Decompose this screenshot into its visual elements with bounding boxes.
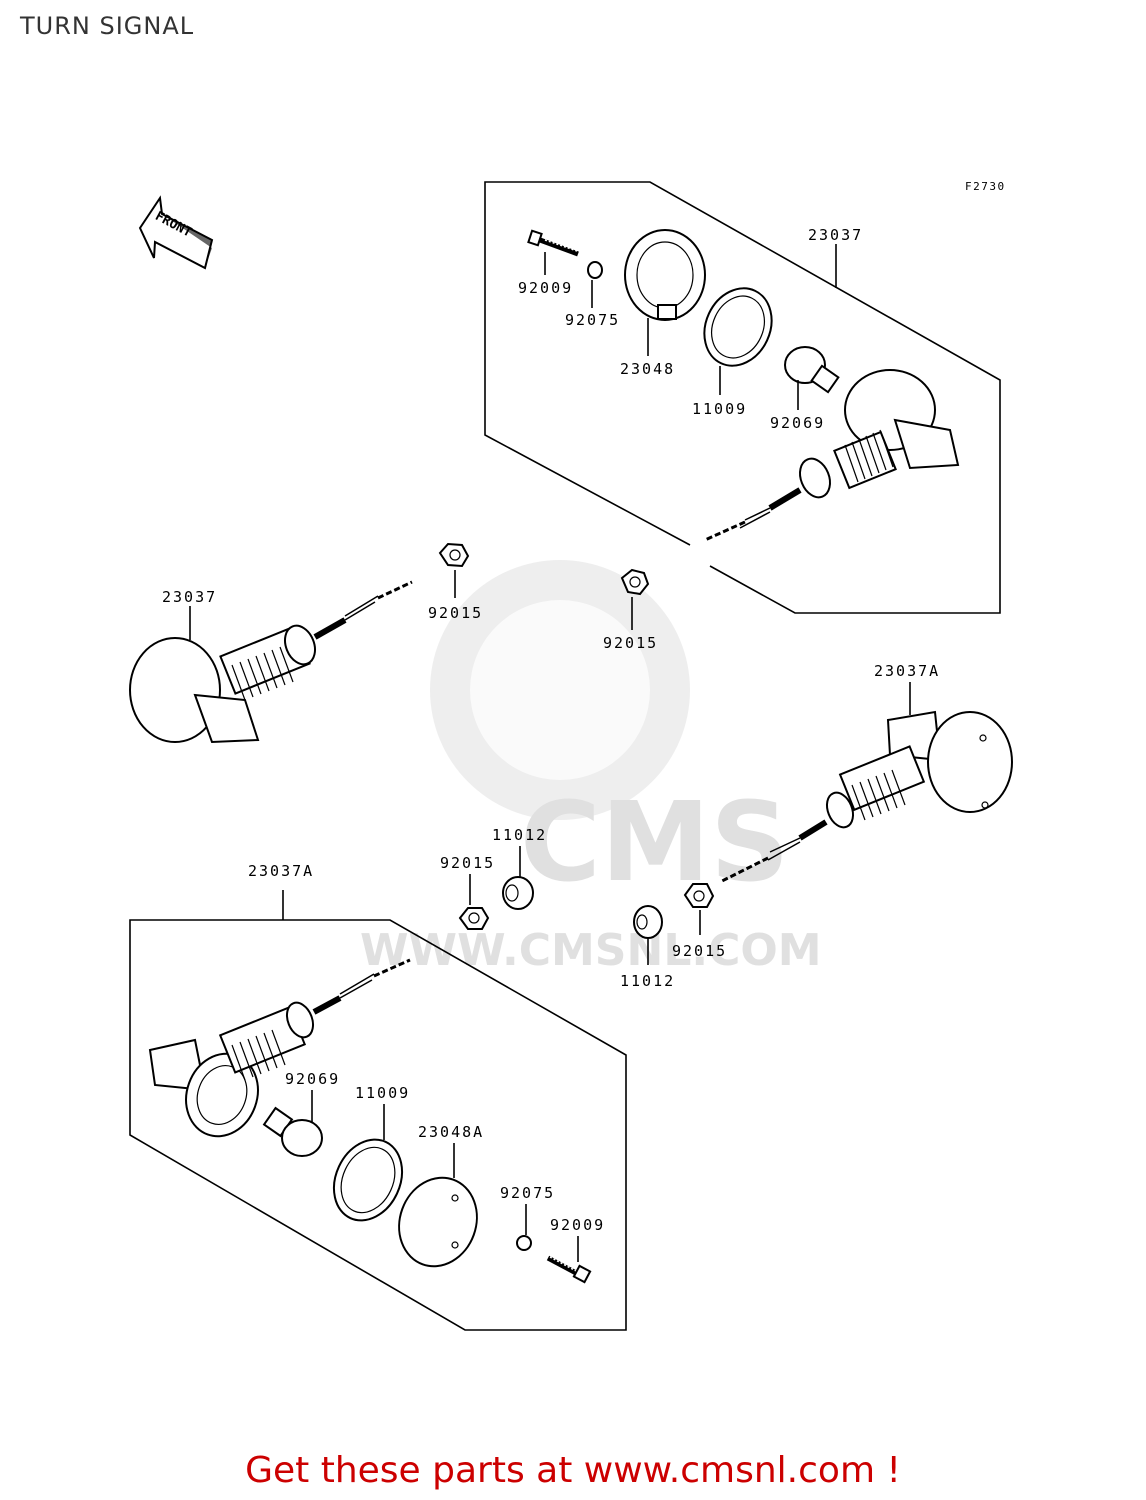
nut-icon xyxy=(438,542,470,568)
turn-signal-lower-left xyxy=(148,958,411,1138)
lower-left-box-outline xyxy=(129,890,627,1331)
label-92075-upper: 92075 xyxy=(565,311,620,329)
exploded-parts-diagram: CMS WWW.CMSNL.COM F2730 FRONT 23037 9200… xyxy=(129,180,1013,1331)
gasket-icon xyxy=(332,1138,404,1222)
nut-icon xyxy=(458,907,490,930)
label-92069-lower: 92069 xyxy=(285,1070,340,1088)
label-11009-upper: 11009 xyxy=(692,400,747,418)
label-11012-center: 11012 xyxy=(492,826,547,844)
label-92075-lower: 92075 xyxy=(500,1184,555,1202)
page-title: TURN SIGNAL xyxy=(20,12,195,40)
label-92015-upper-center: 92015 xyxy=(603,634,658,652)
turn-signal-upper-right xyxy=(704,369,960,542)
label-92015-right: 92015 xyxy=(672,942,727,960)
washer-icon xyxy=(516,1235,532,1251)
lens-housing-icon xyxy=(624,229,706,321)
washer-icon xyxy=(587,261,603,279)
nut-icon xyxy=(683,883,715,908)
bolt-icon xyxy=(546,1255,592,1284)
spacer-icon xyxy=(502,876,534,910)
nut-icon xyxy=(620,568,650,596)
spacer-icon xyxy=(633,905,663,939)
label-92015-left: 92015 xyxy=(428,604,483,622)
figure-code: F2730 xyxy=(965,180,1006,193)
bulb-icon xyxy=(262,1106,323,1157)
label-92009-upper: 92009 xyxy=(518,279,573,297)
label-92069-upper: 92069 xyxy=(770,414,825,432)
label-23037A-right: 23037A xyxy=(874,662,940,680)
label-92009-lower: 92009 xyxy=(550,1216,605,1234)
label-23037A-lower: 23037A xyxy=(248,862,314,880)
lens-icon xyxy=(398,1176,478,1268)
watermark: CMS WWW.CMSNL.COM xyxy=(360,560,822,976)
watermark-brand: CMS xyxy=(520,778,789,906)
turn-signal-right xyxy=(719,710,1013,884)
upper-right-box-outline xyxy=(484,181,1001,614)
label-92015-center: 92015 xyxy=(440,854,495,872)
gasket-icon xyxy=(703,287,773,367)
footer-cta-link[interactable]: Get these parts at www.cmsnl.com ! xyxy=(245,1450,901,1491)
label-11012-right: 11012 xyxy=(620,972,675,990)
bulb-icon xyxy=(784,346,840,394)
front-arrow-icon: FRONT xyxy=(138,195,214,270)
label-23037-upper: 23037 xyxy=(808,226,863,244)
bolt-icon xyxy=(527,229,579,257)
watermark-url: WWW.CMSNL.COM xyxy=(360,925,822,976)
label-23048A-lower: 23048A xyxy=(418,1123,484,1141)
label-23048-upper: 23048 xyxy=(620,360,675,378)
turn-signal-left xyxy=(129,580,413,744)
label-11009-lower: 11009 xyxy=(355,1084,410,1102)
label-23037-left: 23037 xyxy=(162,588,217,606)
